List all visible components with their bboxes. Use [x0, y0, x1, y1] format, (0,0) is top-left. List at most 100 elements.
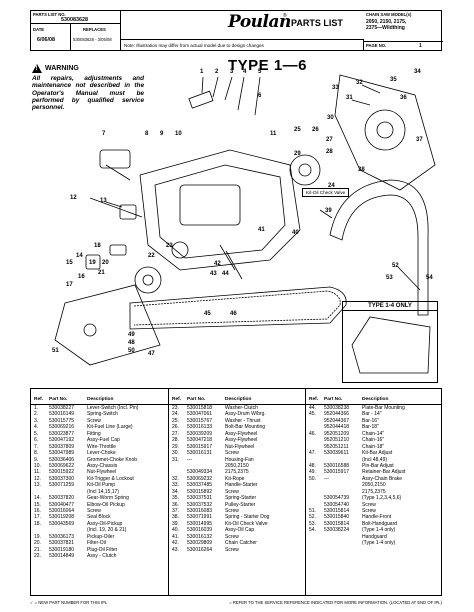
- page-no-label: PAGE NO.: [366, 43, 387, 48]
- cell-ref: 29.: [172, 443, 179, 450]
- cell-part: 530038224: [324, 527, 350, 534]
- callout-24: 24: [328, 183, 335, 189]
- cell-part: 530016131: [187, 450, 213, 457]
- cell-part: 530016133: [187, 424, 213, 431]
- cell-part: 530015917: [187, 443, 213, 450]
- cell-desc: (Type 1-4 only): [362, 527, 396, 534]
- cell-ref: 54.: [309, 527, 316, 534]
- parts-list-no: 530083628: [61, 17, 88, 23]
- cell-desc: (Incl 14,15,17): [87, 488, 119, 495]
- cell-part: 530054740: [324, 501, 350, 508]
- illustration-note: Note: Illustration may differ from actua…: [121, 39, 364, 50]
- cell-part: 530039611: [324, 450, 349, 457]
- cell-ref: 27.: [172, 430, 179, 437]
- cell-desc: Chain-16": [362, 437, 385, 444]
- cell-desc: Chain-14": [362, 430, 385, 437]
- cell-desc: Handle-Starter: [225, 482, 258, 489]
- footer-service-reference-note: = REFER TO THE SERVICE REFERENCE INDICAT…: [229, 600, 442, 605]
- callout-23: 23: [166, 243, 173, 249]
- cell-part: 530038238: [324, 405, 350, 411]
- brand-logo: Poulan: [228, 12, 291, 32]
- cell-desc: Kit-Oil Pump: [87, 482, 116, 489]
- type-1-4-inset: TYPE 1-4 ONLY: [342, 301, 438, 383]
- table-row: Handguard: [306, 534, 442, 540]
- cell-ref: 49.: [309, 469, 316, 476]
- guide-bar-shape: [129, 286, 347, 330]
- callout-48: 48: [128, 340, 135, 346]
- callout-29: 29: [294, 151, 301, 157]
- cell-part: 530037809: [49, 443, 75, 450]
- cell-part: 952044366: [324, 411, 350, 418]
- cell-part: 530016064: [49, 508, 75, 514]
- side-cover-shape: [54, 284, 161, 366]
- cell-ref: 36.: [172, 501, 179, 508]
- cell-ref: 5.: [34, 430, 39, 437]
- cell-part: 530047061: [187, 411, 213, 418]
- cell-part: 530037300: [49, 475, 75, 482]
- cell-ref: 43.: [172, 546, 179, 553]
- header-ref: Ref.: [34, 397, 44, 402]
- callout-22: 22: [148, 253, 155, 259]
- cell-ref: 16.: [34, 508, 41, 514]
- callout-33: 33: [332, 85, 339, 91]
- cell-part: 530016264: [187, 546, 213, 553]
- cell-part: 530015892: [187, 488, 213, 495]
- cell-desc: Chain-18": [362, 443, 385, 450]
- table-row: (Type 1-4 only): [306, 540, 442, 546]
- callout-47: 47: [148, 351, 155, 357]
- cell-desc: (Type 1-4 only): [362, 540, 396, 547]
- cell-desc: Elbow-Oil Pickup: [87, 501, 125, 508]
- cell-ref: 9.: [34, 456, 39, 463]
- cell-ref: 50.: [309, 475, 316, 482]
- replaces-value: 530083628 - 3/05/08: [73, 37, 112, 42]
- models-cell: CHAIN SAW MODEL(s) 2050, 2150, 2175, 237…: [364, 11, 443, 50]
- chassis-shape: [139, 149, 301, 271]
- cell-part: 530069232: [187, 475, 213, 482]
- cell-ref: 51.: [309, 508, 316, 514]
- cell-part: 530069622: [49, 462, 75, 469]
- cell-part: 530015775: [49, 417, 75, 424]
- type-1-4-label: TYPE 1-4 ONLY: [343, 302, 437, 311]
- cell-desc: Assy-Drum W/brg.: [225, 411, 266, 418]
- cell-ref: 25.: [172, 417, 179, 424]
- callout-17: 17: [66, 282, 73, 288]
- callout-20: 20: [102, 260, 109, 266]
- cell-ref: 13.: [34, 482, 41, 489]
- callout-32: 32: [356, 80, 363, 86]
- column-divider: [168, 389, 169, 595]
- cell-part: 530040477: [49, 501, 75, 508]
- callout-11: 11: [270, 131, 277, 137]
- cell-desc: Lever-Choke: [87, 450, 116, 457]
- cell-desc: Bar-18": [362, 424, 379, 431]
- cell-part: ---: [187, 456, 192, 463]
- table-row: 952044418 Bar-18": [306, 424, 442, 430]
- cell-desc: Screw: [362, 501, 376, 508]
- cell-desc: Spring-Starter: [225, 495, 257, 502]
- cell-desc: Wire-Throttle: [87, 443, 116, 450]
- cell-desc: Assy-Oil Cap: [225, 527, 255, 534]
- starter-housing-shape: [334, 74, 436, 191]
- callout-14: 14: [76, 253, 83, 259]
- callout-43: 43: [210, 271, 217, 277]
- cell-part: 952044418: [324, 424, 350, 431]
- cell-ref: 3.: [34, 417, 39, 424]
- cell-desc: Retainer-Bar Adjust: [362, 469, 406, 476]
- cell-ref: 12.: [34, 475, 41, 482]
- replaces-label: REPLACES: [83, 27, 106, 32]
- models-line-1: 2050, 2150, 2175,: [366, 19, 407, 25]
